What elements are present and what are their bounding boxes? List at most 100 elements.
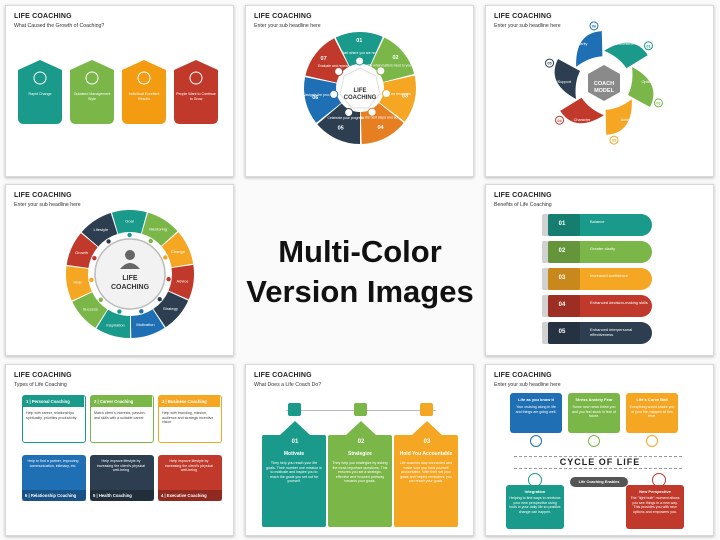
ring-arrow-icon	[157, 297, 162, 302]
step-text: Navigate the process of change	[303, 93, 351, 97]
cycle-icon	[646, 435, 658, 447]
model-label: Clarity	[577, 42, 588, 46]
slide-thumbnail-coach-model[interactable]: LIFE COACHING Enter your sub headline he…	[485, 5, 714, 177]
slide-subtitle: Enter your sub headline here	[254, 23, 321, 29]
column-icon	[420, 403, 433, 416]
column-label: Strategize	[348, 451, 372, 457]
ring-segment	[111, 210, 147, 234]
model-number-badge	[555, 115, 565, 125]
model-label: Commitment	[615, 42, 637, 46]
step-text: Choose the next steps and act	[352, 115, 398, 119]
slide-title: LIFE COACHING	[254, 13, 312, 20]
growth-card-icon	[137, 71, 151, 85]
cycle-card-label: New Perspective	[639, 489, 671, 494]
step-text: Find out how resources	[376, 92, 412, 96]
ring-arrow-icon	[92, 255, 97, 261]
ring-segment	[130, 309, 165, 338]
cycle-icon	[530, 435, 542, 447]
ring-segment-label: Advice	[177, 279, 190, 284]
ring-segment-label: Inspiration	[106, 322, 124, 327]
center-hexagon	[588, 65, 620, 101]
growth-card-label: People Want to Continue to Grow	[176, 92, 216, 101]
column-pointer	[346, 421, 376, 435]
step-number: 03	[402, 94, 408, 100]
slide-thumbnail-types[interactable]: LIFE COACHING Types of Life Coaching 1 |…	[5, 364, 234, 536]
cycle-card-text: Everything would shake you of your life,…	[629, 405, 675, 419]
ring-segment	[153, 291, 189, 328]
cycle-card-label: Life as you know it	[518, 397, 554, 402]
growth-card-icon	[33, 71, 47, 85]
growth-card-icon	[189, 71, 203, 85]
slide-title: LIFE COACHING	[494, 192, 552, 199]
type-card-text: Help improve lifestyle by increasing the…	[164, 459, 214, 473]
column-label: Hold You Accountable	[399, 451, 453, 457]
step-icon	[367, 107, 377, 117]
benefit-number: 03	[558, 275, 566, 281]
center-label: COACHING	[344, 95, 377, 101]
model-label: Character	[574, 118, 591, 122]
model-petal	[605, 99, 632, 135]
center-heading-line: Version Images	[246, 274, 474, 309]
cycle-line-top	[514, 456, 682, 457]
slide-thumbnail-seven-steps[interactable]: LIFE COACHING Enter your sub headline he…	[245, 5, 474, 177]
type-card-label: 5 | Health Coaching	[90, 490, 154, 501]
slide-thumbnail-what-coach-does[interactable]: LIFE COACHING What Does a Life Coach Do?…	[245, 364, 474, 536]
model-petal-shape	[604, 42, 648, 69]
type-card-text: Help to find a partner, improving commun…	[27, 459, 79, 468]
cycle-enables-pill: Life Coaching Enables	[570, 477, 628, 487]
cycle-card-text: Some new news threw you and you feel stu…	[572, 405, 616, 419]
ring-arrow-icon	[127, 232, 132, 238]
model-number: 04	[557, 119, 562, 123]
type-card-text: Match client's interests, passion, and s…	[94, 411, 146, 420]
slide-thumbnail-life-ring[interactable]: LIFE COACHING Enter your sub headline he…	[5, 184, 234, 356]
center-label: MODEL	[594, 88, 615, 94]
growth-card-label: Outdated Management Style	[73, 92, 111, 101]
ring-segment-label: Help	[74, 280, 83, 285]
model-petal	[554, 59, 580, 99]
cycle-top-card: Life as you know it Your cruising along i…	[510, 393, 562, 433]
ring-segment	[161, 232, 194, 268]
model-petal	[560, 97, 604, 124]
slide-thumbnail-growth[interactable]: LIFE COACHING What Caused the Growth of …	[5, 5, 234, 177]
model-petal-shape	[605, 99, 632, 135]
type-card-label: 4 | Executive Coaching	[158, 490, 222, 501]
coach-model-diagram: Commitment01Options02Action03Character04…	[545, 21, 663, 145]
model-number-badge	[653, 98, 663, 108]
ring-arrow-icon	[166, 276, 171, 282]
model-label: Help/Support	[549, 80, 572, 84]
benefit-number: 05	[558, 329, 566, 335]
cycle-card-text: Your cruising along in life and things a…	[515, 405, 557, 414]
type-card-bottom: Help to find a partner, improving commun…	[22, 455, 86, 501]
model-petal	[604, 42, 648, 69]
benefit-number-block	[542, 322, 580, 344]
type-card-label: 1 | Personal Coaching	[23, 396, 84, 407]
slide-thumbnail-cycle-of-life[interactable]: LIFE COACHING Enter your sub headline he…	[485, 364, 714, 536]
model-number: 06	[592, 24, 596, 28]
ring-segment-label: Motivation	[136, 322, 154, 327]
model-number-badge	[609, 135, 619, 145]
column-pointer	[412, 421, 442, 435]
ring-arrow-icon	[139, 309, 144, 314]
slide-thumbnail-benefits[interactable]: LIFE COACHING Benefits of Life Coaching …	[485, 184, 714, 356]
model-petal	[576, 31, 603, 67]
ring-segment-label: Success	[83, 307, 98, 312]
life-ring-diagram: GoalMentoringChangeAdviceStrategyMotivat…	[66, 210, 194, 338]
model-number: 05	[547, 62, 551, 66]
step-icon	[344, 107, 354, 117]
type-card-bottom: Help improve lifestyle by increasing the…	[158, 455, 222, 501]
step-number: 07	[321, 56, 327, 62]
ring-segment-label: Strategy	[163, 306, 178, 311]
slide-title: LIFE COACHING	[14, 372, 72, 379]
slide-title: LIFE COACHING	[254, 372, 312, 379]
growth-card	[122, 60, 166, 124]
step-icon	[329, 89, 339, 99]
person-icon	[125, 250, 135, 260]
